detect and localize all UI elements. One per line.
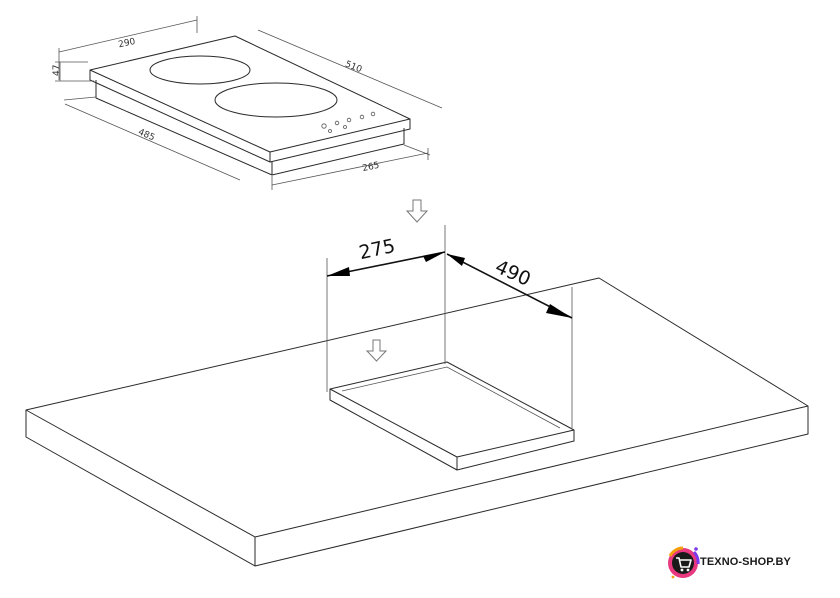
hob-burner-large xyxy=(214,82,338,118)
dim-265: 265 xyxy=(271,144,431,190)
dim-490-arrow-right xyxy=(546,304,572,318)
countertop-drawing xyxy=(25,277,809,567)
down-arrow-icon xyxy=(365,339,388,362)
dim-275-arrow-left xyxy=(327,267,350,276)
hob-burner-small xyxy=(149,55,251,85)
cutout-top xyxy=(329,361,575,458)
brand-logo[interactable]: TEXNO-SHOP.BY xyxy=(666,542,796,582)
dim-485: 485 xyxy=(63,96,241,181)
cutout-dimension-lines: 275 490 xyxy=(326,225,573,428)
cart-icon xyxy=(668,546,700,579)
down-arrow-icon xyxy=(405,199,429,223)
cutout xyxy=(329,361,575,471)
countertop-top xyxy=(25,277,809,538)
dim-265-label: 265 xyxy=(362,161,381,174)
dim-510-label: 510 xyxy=(343,59,363,75)
dim-290: 290 xyxy=(58,16,198,80)
dim-47-label: 47 xyxy=(52,65,62,76)
hob-controls xyxy=(321,111,376,133)
dim-275-arrow-right xyxy=(423,252,445,262)
dim-490-label: 490 xyxy=(492,256,534,291)
dim-47: 47 xyxy=(52,61,94,82)
hob-drawing: 290 510 47 485 265 xyxy=(52,16,443,190)
dim-290-label: 290 xyxy=(118,37,137,50)
dim-490-arrow-left xyxy=(447,254,465,266)
dim-510: 510 xyxy=(257,29,443,109)
dim-275-label: 275 xyxy=(357,235,397,264)
cutout-wall xyxy=(329,389,575,471)
brand-name: TEXNO-SHOP.BY xyxy=(700,556,791,568)
dim-485-label: 485 xyxy=(136,127,156,143)
